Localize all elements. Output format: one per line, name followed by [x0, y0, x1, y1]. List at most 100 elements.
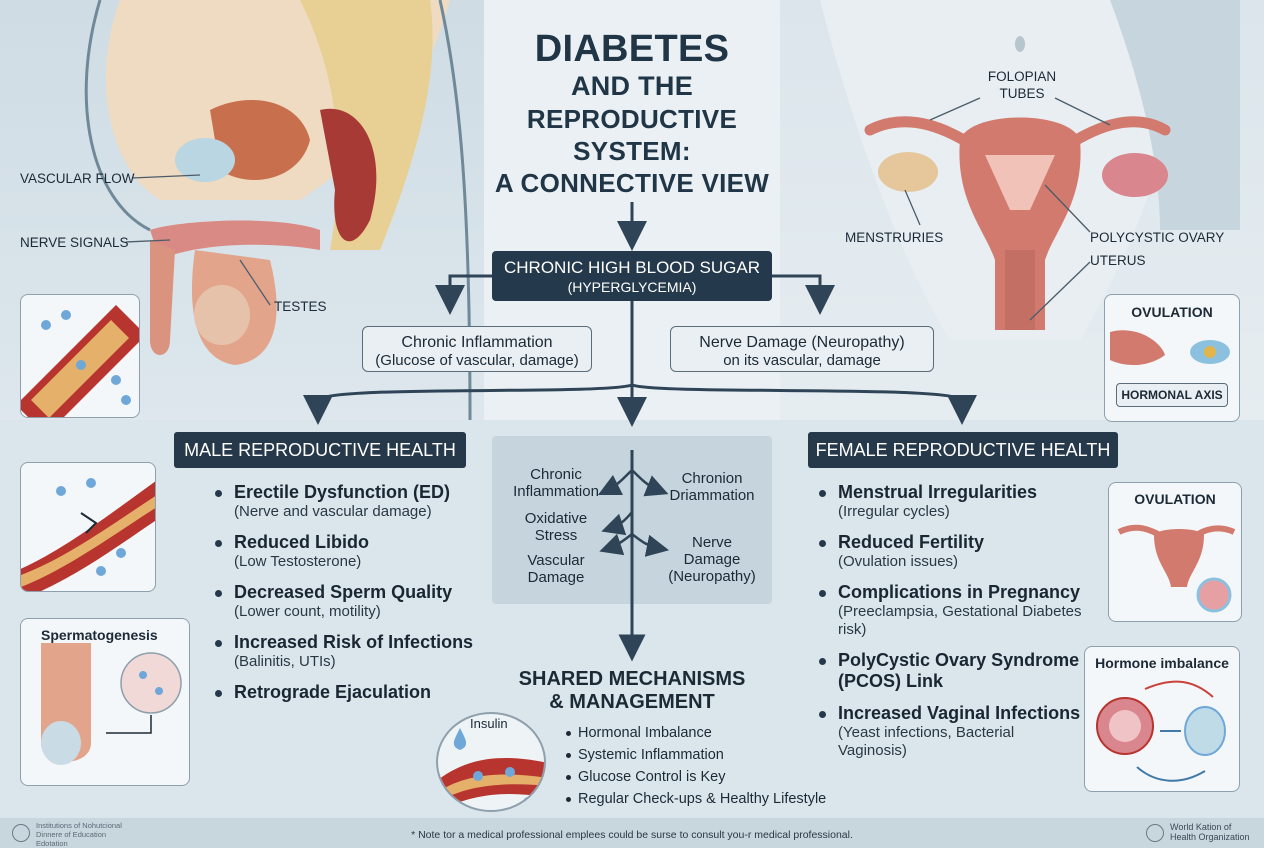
mech-text: Driammation — [669, 487, 755, 504]
male-item-title: Increased Risk of Infections — [234, 632, 474, 652]
female-item-menstrual: Menstrual Irregularities(Irregular cycle… — [816, 482, 1086, 521]
institution-line: Edotation — [36, 839, 68, 848]
male-item-libido: Reduced Libido(Low Testosterone) — [212, 532, 502, 571]
tubes-pointer-right — [1054, 97, 1111, 126]
vessel-card-top — [20, 294, 140, 418]
cervix — [1005, 250, 1035, 330]
inflammation-box: Chronic Inflammation (Glucose of vascula… — [362, 326, 592, 372]
female-item-title: Increased Vaginal Infections — [838, 703, 1081, 723]
shared-item: Systemic Inflammation — [564, 744, 864, 766]
flow-arrows — [303, 202, 977, 427]
arrow-to-male — [303, 383, 633, 425]
male-item-sub: (Lower count, motility) — [234, 603, 381, 620]
mech-text: Chronic — [530, 466, 582, 483]
ovulation-card-top: OVULATION HORMONAL AXIS — [1104, 294, 1240, 422]
prostate — [175, 138, 235, 182]
mech-text: (Neuropathy) — [668, 568, 756, 585]
hyperglycemia-box: CHRONIC HIGH BLOOD SUGAR (HYPERGLYCEMIA) — [492, 251, 772, 301]
male-conditions-list: Erectile Dysfunction (ED)(Nerve and vasc… — [212, 482, 502, 714]
pcos-pointer — [1044, 184, 1091, 233]
female-item-title: Reduced Fertility — [838, 532, 985, 552]
title-line-3: REPRODUCTIVE — [526, 104, 738, 134]
uterus-pointer — [1029, 261, 1091, 321]
label-uterus: UTERUS — [1090, 253, 1146, 268]
institution-line: Institutions of Nohutcional — [36, 821, 122, 830]
arrow-to-female — [631, 383, 977, 425]
label-nerve-signals: NERVE SIGNALS — [20, 235, 129, 250]
arrow-center-to-inflammation — [435, 274, 492, 315]
female-item-fertility: Reduced Fertility(Ovulation issues) — [816, 532, 1086, 571]
arrow-center-to-nerve — [772, 274, 835, 315]
organization-line: World Kation of — [1170, 822, 1232, 832]
institution-line: Dinnere of Education — [36, 830, 107, 839]
male-item-sub: (Nerve and vascular damage) — [234, 503, 432, 520]
rectum — [320, 108, 377, 242]
ovulation-uterus-icon — [1117, 524, 1236, 613]
label-polycystic-ovary: POLYCYSTIC OVARY — [1090, 230, 1225, 245]
label-menstruries: MENSTRURIES — [845, 230, 944, 245]
male-item-title: Erectile Dysfunction (ED) — [234, 482, 451, 502]
spermatogenesis-icon — [41, 643, 182, 765]
neuropathy-box: Nerve Damage (Neuropathy) on its vascula… — [670, 326, 934, 372]
shared-item: Hormonal Imbalance — [564, 722, 864, 744]
male-item-retrograde: Retrograde Ejaculation — [212, 682, 502, 703]
inflammation-line-1: Chronic Inflammation — [401, 334, 553, 351]
who-emblem-icon — [1146, 824, 1164, 842]
spermatogenesis-card: Spermatogenesis — [20, 618, 190, 786]
spine-shadow — [1110, 0, 1240, 230]
body-outline — [84, 0, 151, 232]
mechanism-tree — [597, 450, 670, 662]
female-item-sub: (Ovulation issues) — [838, 553, 959, 570]
male-item-ed: Erectile Dysfunction (ED)(Nerve and vasc… — [212, 482, 502, 521]
male-section-heading: MALE REPRODUCTIVE HEALTH — [174, 432, 466, 468]
female-item-sub: (Yeast infections, Bacterial Vaginosis) — [838, 724, 1015, 759]
hyperglycemia-line-2: (HYPERGLYCEMIA) — [567, 279, 697, 295]
shared-item: Regular Check-ups & Healthy Lifestyle — [564, 788, 864, 810]
ovulation-card-bottom-title: OVULATION — [1134, 491, 1216, 507]
hyperglycemia-line-1: CHRONIC HIGH BLOOD SUGAR — [504, 258, 760, 277]
male-item-title: Decreased Sperm Quality — [234, 582, 453, 602]
uterus-body — [959, 117, 1081, 330]
mech-text: Oxidative — [524, 510, 588, 527]
shared-title-line-2: & MANAGEMENT — [549, 691, 715, 713]
urethra — [150, 220, 320, 260]
mech-text: Stress — [534, 527, 578, 544]
left-ovary — [878, 152, 938, 192]
female-conditions-list: Menstrual Irregularities(Irregular cycle… — [816, 482, 1086, 771]
shared-item: Glucose Control is Key — [564, 766, 864, 788]
ovulation-icon — [1110, 330, 1230, 365]
vessel-card-bottom — [20, 462, 156, 592]
female-item-pcos: PolyCystic Ovary Syndrome (PCOS) Link — [816, 650, 1086, 692]
label-fallopian-tubes: FOLOPIAN TUBES — [982, 68, 1062, 102]
nerve-pointer — [125, 239, 171, 243]
hormone-imbalance-card: Hormone imbalance — [1084, 646, 1240, 792]
title-line-5: A CONNECTIVE VIEW — [494, 168, 770, 198]
shared-mechanisms-list: Hormonal Imbalance Systemic Inflammation… — [564, 722, 864, 810]
female-item-sub: (Irregular cycles) — [838, 503, 950, 520]
menstruries-pointer — [904, 189, 921, 226]
neuropathy-line-1: Nerve Damage (Neuropathy) — [699, 334, 905, 351]
label-vascular-flow: VASCULAR FLOW — [20, 171, 135, 186]
mech-text: Damage — [527, 569, 585, 586]
shared-title-line-1: SHARED MECHANISMS — [518, 668, 746, 690]
insulin-label: Insulin — [470, 716, 508, 731]
footer-bar — [0, 818, 1264, 848]
mech-text: Vascular — [527, 552, 585, 569]
hormone-imbalance-title: Hormone imbalance — [1095, 655, 1229, 671]
title-line-1: DIABETES — [534, 28, 730, 70]
penis — [150, 240, 175, 355]
male-item-sub: (Balinitis, UTIs) — [234, 653, 336, 670]
damaged-vessel-icon — [21, 478, 155, 591]
testes-pointer — [239, 259, 271, 306]
neuropathy-line-2: on its vascular, damage — [723, 352, 881, 369]
testis — [194, 285, 250, 345]
organization-name: World Kation of Health Organization — [1170, 822, 1260, 842]
female-item-sub: (Preeclampsia, Gestational Diabetes risk… — [838, 603, 1082, 638]
uterine-cavity — [985, 155, 1055, 210]
female-item-title: Complications in Pregnancy — [838, 582, 1081, 602]
disclaimer-note: * Note tor a medical professional emplee… — [411, 829, 853, 841]
page-title: DIABETES AND THE REPRODUCTIVE SYSTEM: A … — [484, 28, 780, 199]
